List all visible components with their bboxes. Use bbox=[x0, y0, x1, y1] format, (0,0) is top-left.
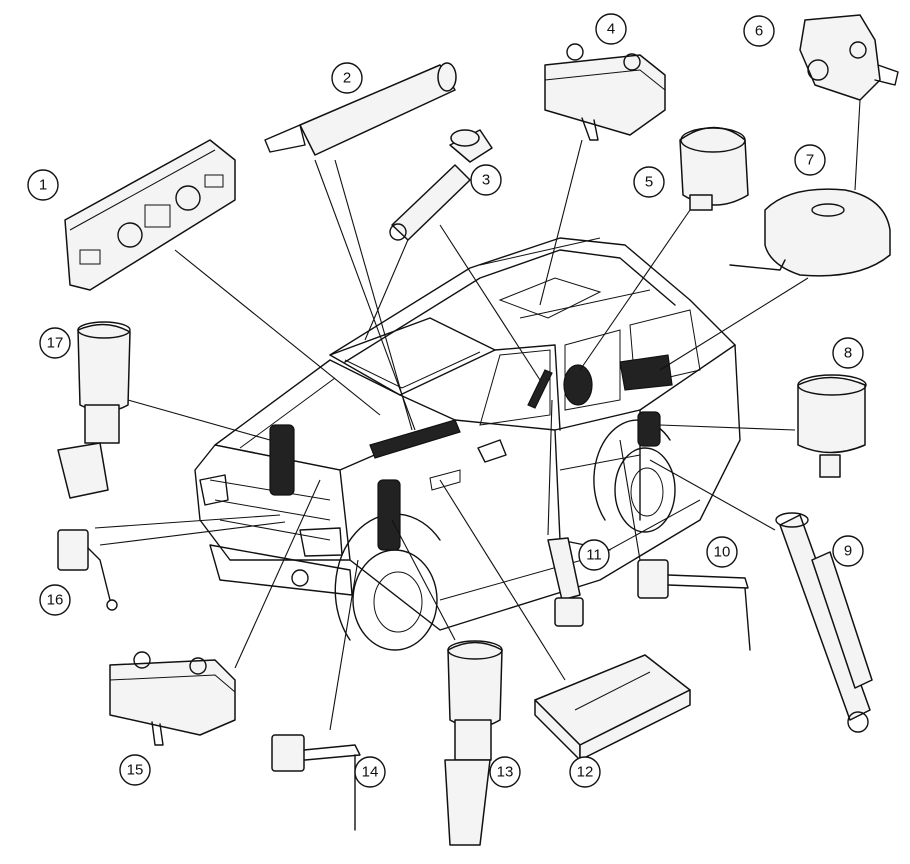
svg-text:12: 12 bbox=[577, 764, 594, 781]
svg-text:4: 4 bbox=[607, 21, 615, 38]
svg-text:13: 13 bbox=[497, 764, 514, 781]
svg-text:17: 17 bbox=[47, 335, 64, 352]
svg-text:5: 5 bbox=[645, 174, 653, 191]
callout-3: 3 bbox=[470, 164, 502, 196]
component-15-valve-block bbox=[109, 651, 236, 746]
callout-8: 8 bbox=[832, 337, 864, 369]
svg-text:3: 3 bbox=[482, 172, 490, 189]
component-7-tank bbox=[729, 188, 891, 277]
svg-text:11: 11 bbox=[586, 547, 602, 564]
component-12-control-module bbox=[534, 654, 691, 761]
installed-components bbox=[269, 354, 673, 551]
callout-13: 13 bbox=[489, 756, 521, 788]
component-10-height-sensor bbox=[637, 559, 751, 651]
svg-text:15: 15 bbox=[127, 762, 144, 779]
component-8-rear-spring bbox=[797, 374, 867, 478]
callout-7: 7 bbox=[794, 144, 826, 176]
callout-11: 11 bbox=[578, 539, 610, 571]
svg-text:2: 2 bbox=[343, 70, 351, 87]
component-3-damper bbox=[389, 129, 493, 241]
callout-12: 12 bbox=[569, 756, 601, 788]
component-13-front-strut bbox=[444, 640, 503, 846]
svg-text:10: 10 bbox=[714, 544, 731, 561]
component-5-air-spring bbox=[679, 126, 749, 211]
component-11-height-sensor bbox=[547, 537, 584, 627]
component-14-height-sensor bbox=[271, 734, 361, 831]
callout-6: 6 bbox=[743, 15, 775, 47]
component-4-valve-block bbox=[544, 43, 666, 141]
svg-text:16: 16 bbox=[47, 592, 64, 609]
svg-text:1: 1 bbox=[39, 177, 47, 194]
callout-1: 1 bbox=[27, 169, 59, 201]
component-1-switch-panel bbox=[64, 139, 236, 291]
svg-text:7: 7 bbox=[806, 152, 814, 169]
callout-2: 2 bbox=[331, 62, 363, 94]
svg-text:6: 6 bbox=[755, 23, 763, 40]
component-9-rear-damper bbox=[775, 512, 873, 733]
callout-16: 16 bbox=[39, 584, 71, 616]
callout-5: 5 bbox=[633, 166, 665, 198]
leader-lines bbox=[94, 99, 861, 731]
callout-15: 15 bbox=[119, 754, 151, 786]
callout-14: 14 bbox=[354, 756, 386, 788]
svg-text:9: 9 bbox=[844, 543, 852, 560]
callout-9: 9 bbox=[832, 535, 864, 567]
callout-17: 17 bbox=[39, 327, 71, 359]
component-17-front-strut bbox=[57, 321, 131, 499]
callout-4: 4 bbox=[595, 13, 627, 45]
svg-text:8: 8 bbox=[844, 345, 852, 362]
callout-10: 10 bbox=[706, 536, 738, 568]
component-16-height-sensor bbox=[57, 529, 118, 611]
component-2-reservoir bbox=[264, 62, 457, 156]
component-6-valve bbox=[799, 14, 899, 101]
svg-text:14: 14 bbox=[362, 764, 379, 781]
